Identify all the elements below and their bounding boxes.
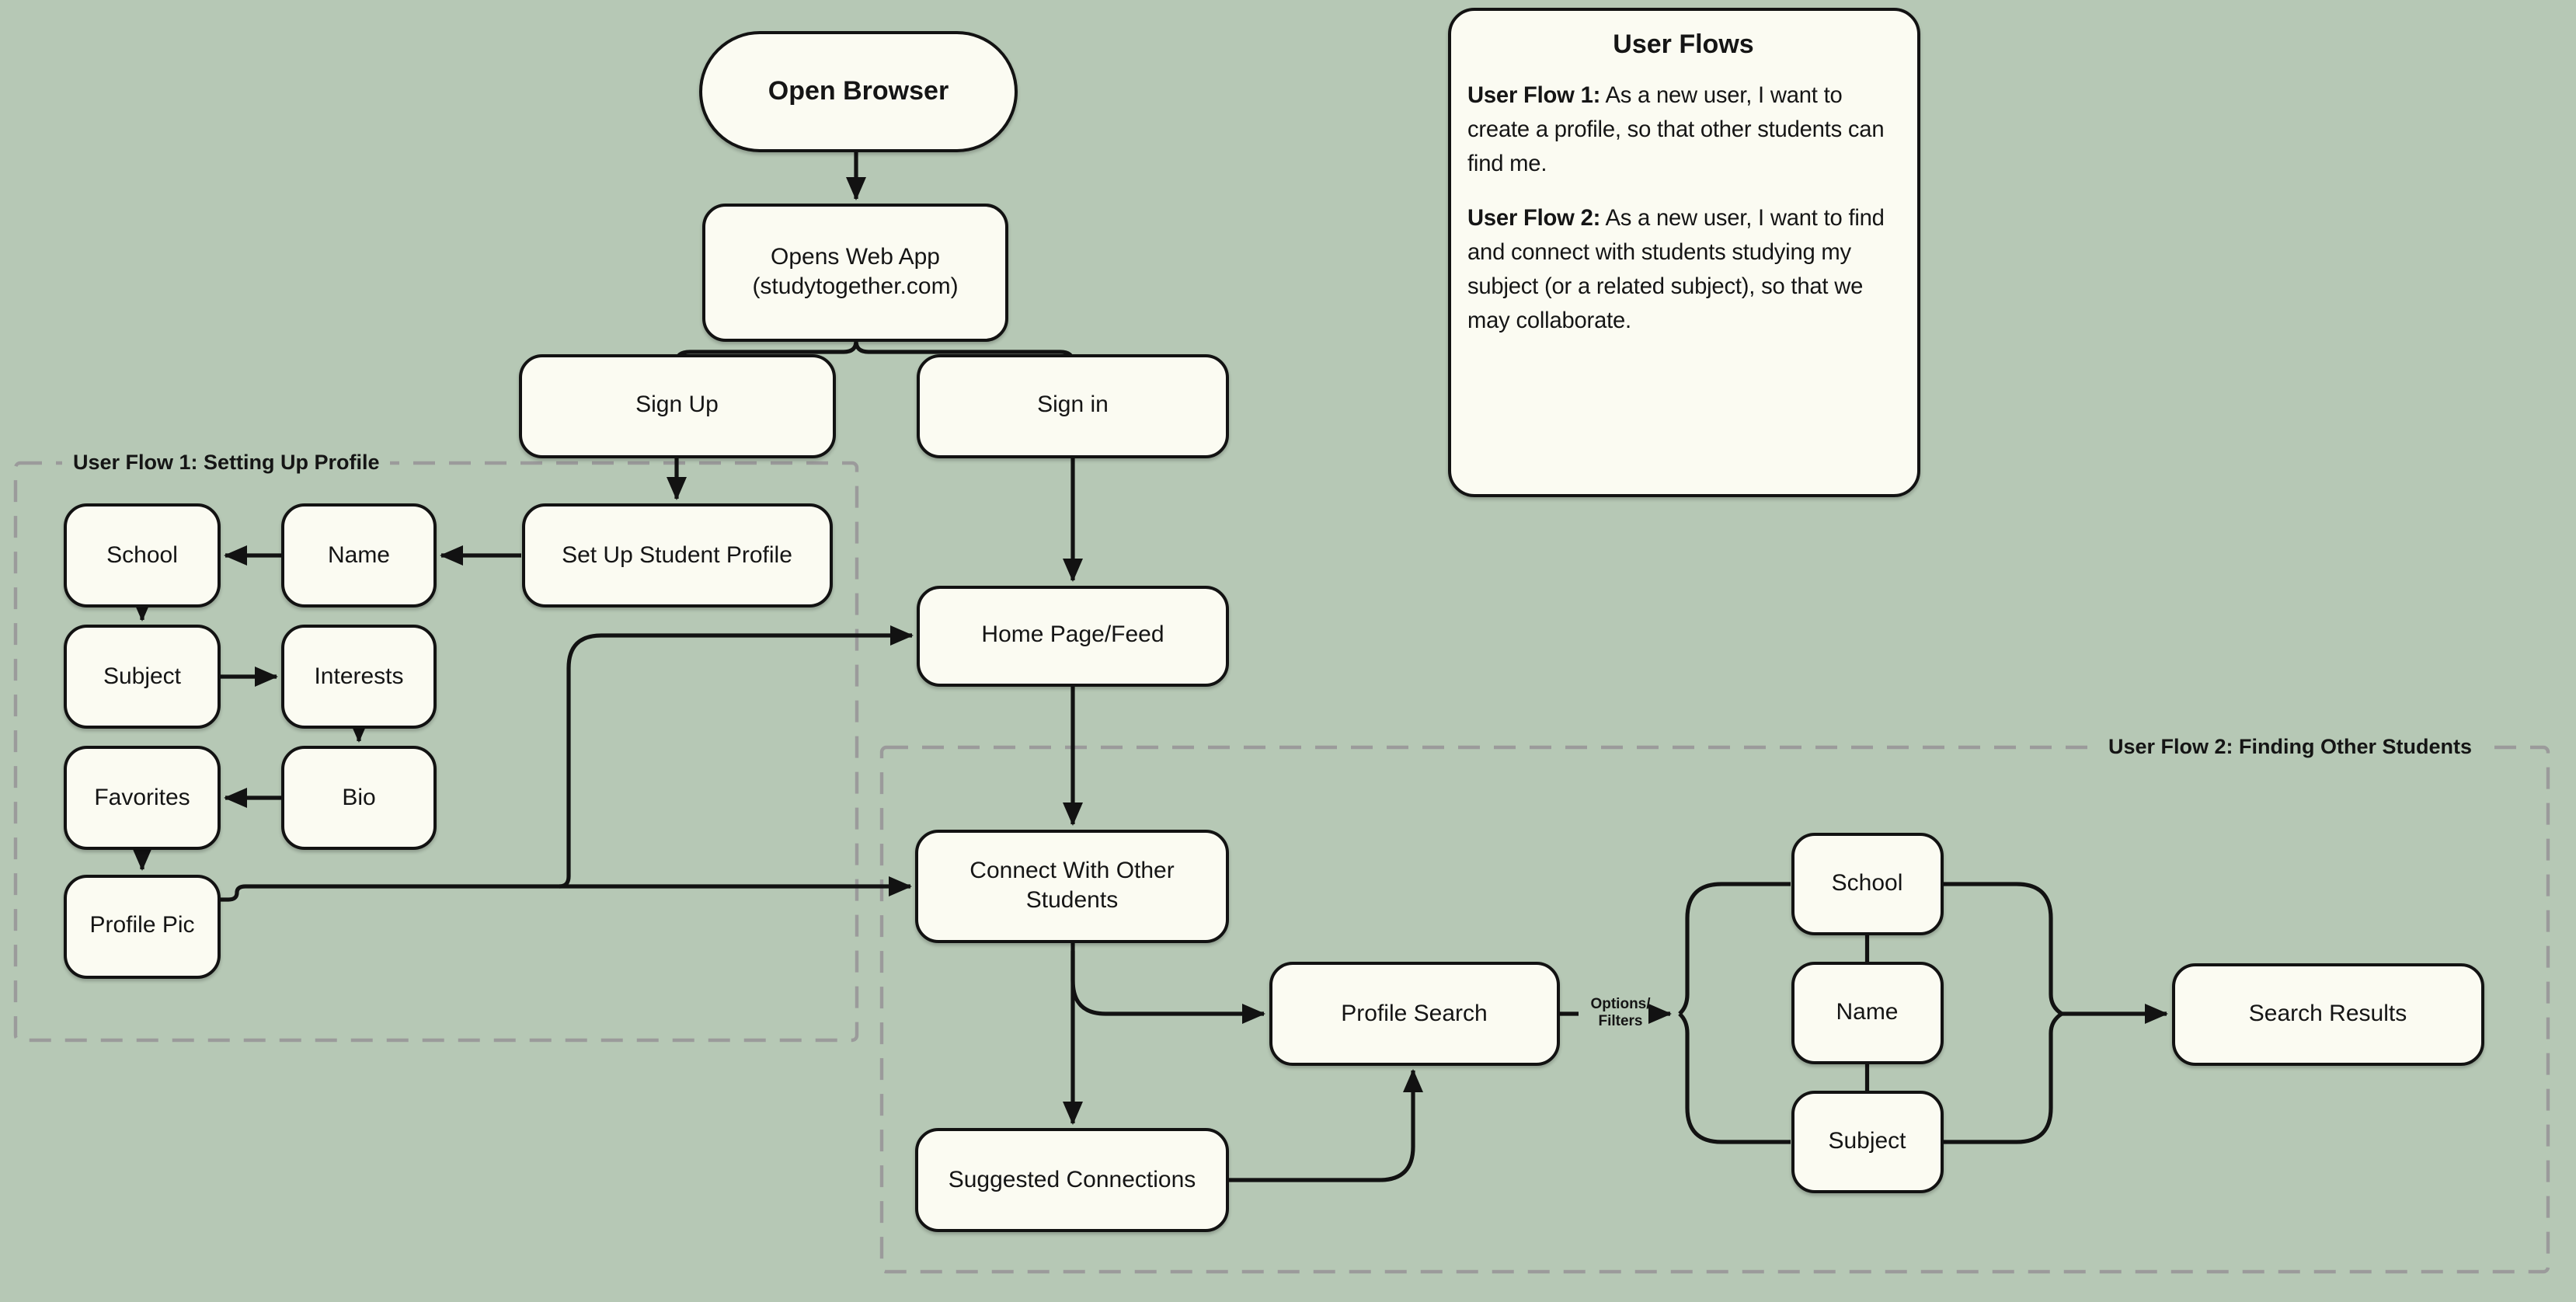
node-interests[interactable]: Interests	[281, 625, 437, 729]
user-flow-2-group-label: User Flow 2: Finding Other Students	[2097, 735, 2483, 758]
node-subject[interactable]: Subject	[64, 625, 221, 729]
node-filter-subject[interactable]: Subject	[1791, 1091, 1944, 1193]
node-search-results[interactable]: Search Results	[2171, 963, 2484, 1065]
node-label: School	[1831, 870, 1903, 897]
node-name[interactable]: Name	[281, 503, 437, 607]
brace-right-from-subject	[1944, 1011, 2063, 1144]
node-label: Open Browser	[768, 75, 949, 106]
node-home-page-feed[interactable]: Home Page/Feed	[917, 585, 1229, 686]
node-label: Bio	[342, 784, 376, 811]
node-profile-search[interactable]: Profile Search	[1269, 962, 1560, 1066]
node-label: Profile Search	[1341, 1000, 1488, 1027]
node-suggested-connections[interactable]: Suggested Connections	[915, 1128, 1229, 1232]
brace-right-from-school	[1944, 882, 2063, 1016]
edge-profilepic-connect	[221, 876, 912, 902]
node-bio[interactable]: Bio	[281, 746, 437, 850]
node-label: Subject	[103, 663, 182, 690]
node-label: Home Page/Feed	[981, 621, 1164, 649]
node-filter-name[interactable]: Name	[1791, 962, 1944, 1064]
node-label: Name	[327, 541, 390, 569]
node-label: School	[106, 541, 178, 569]
brace-left-to-subject	[1678, 1012, 1791, 1144]
node-label: Subject	[1828, 1128, 1906, 1155]
node-filter-school[interactable]: School	[1791, 833, 1944, 935]
node-label: Sign Up	[635, 392, 719, 419]
node-connect-with-other-students[interactable]: Connect With Other Students	[915, 829, 1229, 942]
user-flow-2-group-frame	[879, 745, 2550, 1274]
node-label: Search Results	[2248, 1000, 2407, 1027]
node-open-browser[interactable]: Open Browser	[699, 31, 1018, 151]
user-flow-1-group-frame	[13, 461, 859, 1043]
node-label: Set Up Student Profile	[562, 541, 792, 569]
options-filters-edge-label: Options/ Filters	[1590, 996, 1651, 1031]
node-label: Suggested Connections	[948, 1166, 1196, 1193]
node-sign-in[interactable]: Sign in	[917, 353, 1229, 458]
node-set-up-student-profile[interactable]: Set Up Student Profile	[521, 503, 833, 607]
note-flow1-paragraph: User Flow 1: As a new user, I want to cr…	[1467, 84, 1885, 178]
edge-connect-profilesearch	[1070, 951, 1265, 1024]
node-profile-pic[interactable]: Profile Pic	[64, 874, 221, 978]
node-label: Favorites	[94, 784, 190, 811]
edge-suggested-profilesearch	[1229, 1069, 1423, 1182]
note-flow2-paragraph: User Flow 2: As a new user, I want to fi…	[1467, 206, 1885, 335]
brace-left-to-school	[1678, 882, 1791, 1015]
node-label: Name	[1836, 999, 1899, 1026]
node-label: Opens Web App	[771, 243, 940, 270]
node-school[interactable]: School	[64, 503, 221, 607]
node-label: Interests	[314, 663, 404, 690]
node-label: Sign in	[1037, 392, 1109, 419]
edge-profilepic-homepage	[559, 625, 914, 889]
node-favorites[interactable]: Favorites	[64, 746, 221, 850]
node-opens-web-app[interactable]: Opens Web App (studytogether.com)	[702, 204, 1008, 341]
user-flow-1-group-label: User Flow 1: Setting Up Profile	[62, 451, 391, 474]
node-label: Profile Pic	[89, 912, 195, 939]
node-label: Connect With Other Students	[969, 857, 1175, 914]
node-label: (studytogether.com)	[752, 273, 959, 301]
node-sign-up[interactable]: Sign Up	[519, 353, 835, 458]
note-title: User Flows	[1613, 30, 1754, 59]
user-flows-note-card[interactable]: User Flows User Flow 1: As a new user, I…	[1447, 8, 1920, 497]
